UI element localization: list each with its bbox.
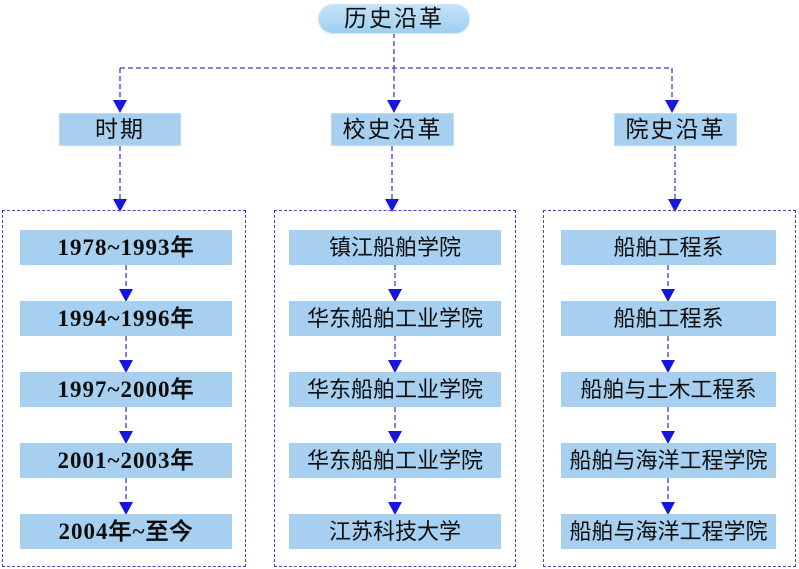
period-node: 1994~1996年 <box>20 301 232 336</box>
college-node: 船舶与海洋工程学院 <box>561 514 776 549</box>
college-history-group <box>543 210 796 567</box>
column-header-period: 时期 <box>59 113 181 146</box>
arrow-down-icon <box>665 100 679 113</box>
period-group <box>2 210 246 567</box>
period-node: 2004年~至今 <box>20 514 232 549</box>
college-node: 船舶工程系 <box>561 230 776 265</box>
diagram-title: 历史沿革 <box>318 4 470 34</box>
school-node: 华东船舶工业学院 <box>289 372 501 407</box>
period-node: 1997~2000年 <box>20 372 232 407</box>
school-node: 华东船舶工业学院 <box>289 443 501 478</box>
school-node: 江苏科技大学 <box>289 514 501 549</box>
arrow-down-icon <box>387 100 401 113</box>
school-history-group <box>274 210 516 567</box>
school-node: 镇江船舶学院 <box>289 230 501 265</box>
period-node: 2001~2003年 <box>20 443 232 478</box>
arrow-down-icon <box>113 100 127 113</box>
column-header-college-history: 院史沿革 <box>614 113 737 146</box>
school-node: 华东船舶工业学院 <box>289 301 501 336</box>
college-node: 船舶与土木工程系 <box>561 372 776 407</box>
college-node: 船舶工程系 <box>561 301 776 336</box>
period-node: 1978~1993年 <box>20 230 232 265</box>
column-header-school-history: 校史沿革 <box>331 113 454 146</box>
college-node: 船舶与海洋工程学院 <box>561 443 776 478</box>
